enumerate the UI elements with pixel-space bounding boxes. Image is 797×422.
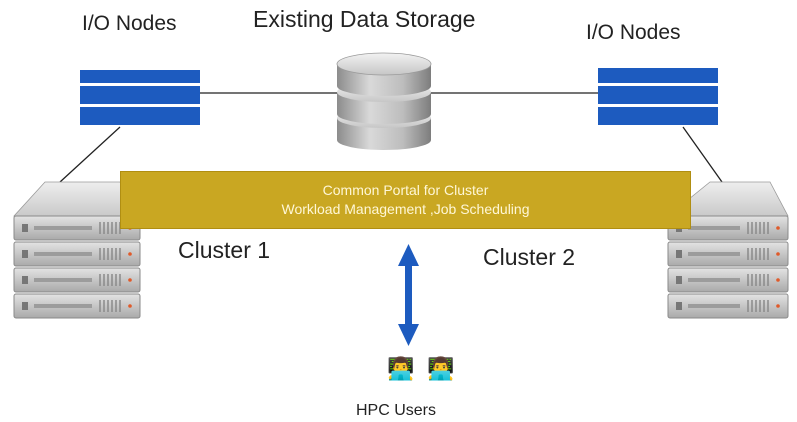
right-io-to-cluster-line <box>682 126 723 183</box>
server-rack-right-icon <box>666 181 789 319</box>
portal-line-1: Common Portal for Cluster <box>322 182 489 198</box>
left-io-to-cluster-line <box>59 126 121 183</box>
storage-label: Existing Data Storage <box>253 6 476 32</box>
server-rack-left-icon <box>13 181 141 319</box>
cluster-1-label: Cluster 1 <box>178 237 271 263</box>
io-nodes-left-icon <box>80 70 200 125</box>
hpc-user-icon: 👨‍💻 <box>387 356 415 381</box>
cluster-2-label: Cluster 2 <box>483 244 576 270</box>
io-nodes-right-icon <box>598 68 718 125</box>
portal-line-2: Workload Management ,Job Scheduling <box>281 201 530 217</box>
common-portal-box: Common Portal for Cluster Workload Manag… <box>120 171 691 229</box>
database-stack-icon <box>336 52 432 150</box>
hpc-users-label: HPC Users <box>356 402 437 419</box>
io-nodes-left-label: I/O Nodes <box>82 12 177 35</box>
hpc-user-icon: 👨‍💻 <box>427 356 455 381</box>
bidirectional-arrow-icon <box>398 244 419 346</box>
io-nodes-right-label: I/O Nodes <box>586 21 681 44</box>
